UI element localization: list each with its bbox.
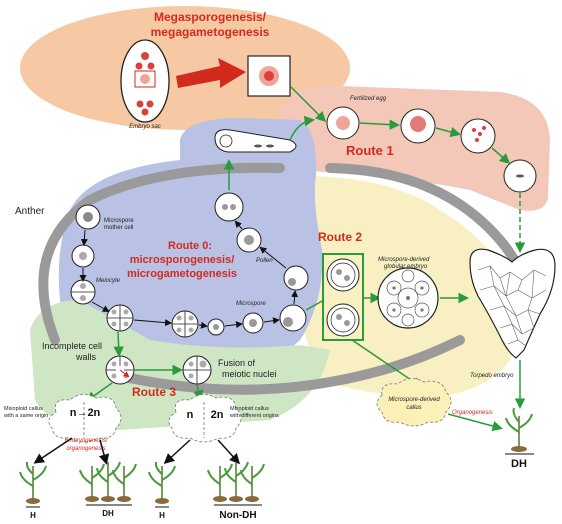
organogenesis-label: Organogenesis <box>452 410 493 416</box>
route2-box <box>322 253 364 341</box>
microspore-label: Microspore <box>236 301 266 307</box>
pollen-label: Pollen <box>256 258 273 264</box>
arrow-tetrad-young <box>198 321 208 329</box>
plant-dh-label: DH <box>102 509 114 518</box>
arrow-callus1-dh <box>98 439 110 465</box>
divided-microspore-1 <box>326 258 360 292</box>
torpedo-embryo <box>469 248 556 359</box>
arrow-callus2-h <box>163 439 191 465</box>
arrow-callus2-nondh <box>217 439 241 465</box>
route0-label-2: microsporogenesis/ <box>130 254 235 266</box>
mixoploid-callus-diff <box>168 394 242 443</box>
fertilized-egg-label: Fertilized egg <box>350 96 387 102</box>
plant-nondh-group-icon <box>207 461 265 502</box>
arrow-young-micro <box>224 321 243 329</box>
arrow-pollen-egg <box>289 115 315 141</box>
n-label: n <box>187 409 194 421</box>
egg-box <box>247 55 291 97</box>
globular-embryo <box>377 267 439 329</box>
microspore-cell <box>242 312 264 334</box>
mega-title-2: megagametogenesis <box>151 25 270 39</box>
mix-same-label-2: with a same origin <box>3 413 48 419</box>
microsporogenesis-region <box>58 118 323 357</box>
arrow-tetrad-incomplete <box>113 331 124 357</box>
callus-label-1: Microspore-derived <box>388 397 440 403</box>
mega-big-arrow <box>176 58 246 88</box>
proembryo-1 <box>400 108 436 144</box>
pollen-tube <box>214 129 297 153</box>
torpedo-label: Torpedo embryo <box>470 373 514 379</box>
meiocyte-label: Meiocyte <box>96 278 121 284</box>
mature-pollen <box>214 192 244 222</box>
anther-outline <box>38 162 285 345</box>
n2n-label: n→2n <box>70 407 101 419</box>
anther-outline-bottom <box>115 335 465 395</box>
young-microspore <box>207 318 225 336</box>
tetrad-2 <box>171 310 199 338</box>
mix-same-label-1: Mixoploid callus <box>4 406 43 412</box>
arrow-mmc-meio <box>80 229 88 246</box>
arrow-micro-vac <box>263 317 280 325</box>
dh-plant-icon <box>505 407 533 452</box>
microspore-mother-cell <box>75 204 101 230</box>
divided-microspore-2 <box>326 303 360 337</box>
mmc-label-1: Microspore <box>104 218 134 224</box>
mix-diff-label-2: with different origins <box>229 413 279 419</box>
mmc-label-2: mother cell <box>104 225 133 231</box>
anther-label: Anther <box>15 206 45 217</box>
plant-dh-group-icon <box>79 461 137 502</box>
arrow-tetrad-tetrad <box>133 319 172 327</box>
zygote <box>326 106 360 140</box>
pollen-grain <box>236 227 262 253</box>
route3-label: Route 3 <box>132 385 176 399</box>
mixoploid-callus-same <box>48 394 122 443</box>
arrow-pollen-mature <box>234 220 243 230</box>
microspore-callus <box>376 378 452 427</box>
arrow-bi-pollen <box>259 246 287 269</box>
route0-label-1: Route 0: <box>168 240 212 252</box>
embryo-org-label-2: organogenesis <box>66 446 105 452</box>
meiocyte <box>70 244 96 305</box>
plant-h2-icon <box>148 461 176 504</box>
route2-label: Route 2 <box>318 230 362 244</box>
arrow-egg-zygote <box>289 85 327 123</box>
arrow-vac-bi <box>291 290 299 305</box>
arrow-callus1-h <box>33 437 73 464</box>
two-n-label: 2n <box>211 409 224 421</box>
megasporogenesis-region <box>20 6 350 130</box>
route0-label-3: microgametogenesis <box>127 268 237 280</box>
arrow-dyad-tetrad <box>91 301 110 312</box>
globular-label-2: globular embryo <box>384 264 428 270</box>
incomplete-label-1: Incomplete cell <box>42 341 102 351</box>
arrow-pro1-pro2 <box>435 126 461 138</box>
plant-h1-label: H <box>30 511 36 520</box>
embryo-sac-label: Embryo sac <box>129 124 161 130</box>
embryo-org-label-1: Embryogenesis/ <box>64 438 108 444</box>
mix-diff-label-1: Mixoploid callus <box>230 406 269 412</box>
non-dh-label: Non-DH <box>219 510 256 521</box>
arrow-zygote-pro1 <box>359 119 400 130</box>
fused-tetrad <box>182 355 212 385</box>
route1-label: Route 1 <box>346 143 394 158</box>
tetrad-1 <box>106 304 134 332</box>
plant-h2-label: H <box>159 511 165 520</box>
vacuolated-microspore <box>279 304 307 332</box>
incomplete-tetrad <box>105 355 135 385</box>
mega-title-1: Megasporogenesis/ <box>154 10 267 24</box>
fusion-label-1: Fusion of <box>218 358 256 368</box>
plant-h1-icon <box>19 461 47 504</box>
fusion-label-2: meiotic nuclei <box>222 369 277 379</box>
callus-label-2: callus <box>406 405 421 411</box>
globular-label-1: Microspore-derived <box>378 257 430 263</box>
arrow-callus-dh <box>447 413 503 432</box>
proembryo-2 <box>460 118 496 154</box>
embryo-sac <box>120 39 170 123</box>
incomplete-label-2: walls <box>75 352 97 362</box>
arrow-vac-route2 <box>305 299 325 311</box>
dh-label: DH <box>511 458 527 470</box>
zygotic-embryo <box>503 159 537 193</box>
bicellular-pollen <box>283 265 309 291</box>
arrow-pro2-embryo <box>491 147 511 164</box>
